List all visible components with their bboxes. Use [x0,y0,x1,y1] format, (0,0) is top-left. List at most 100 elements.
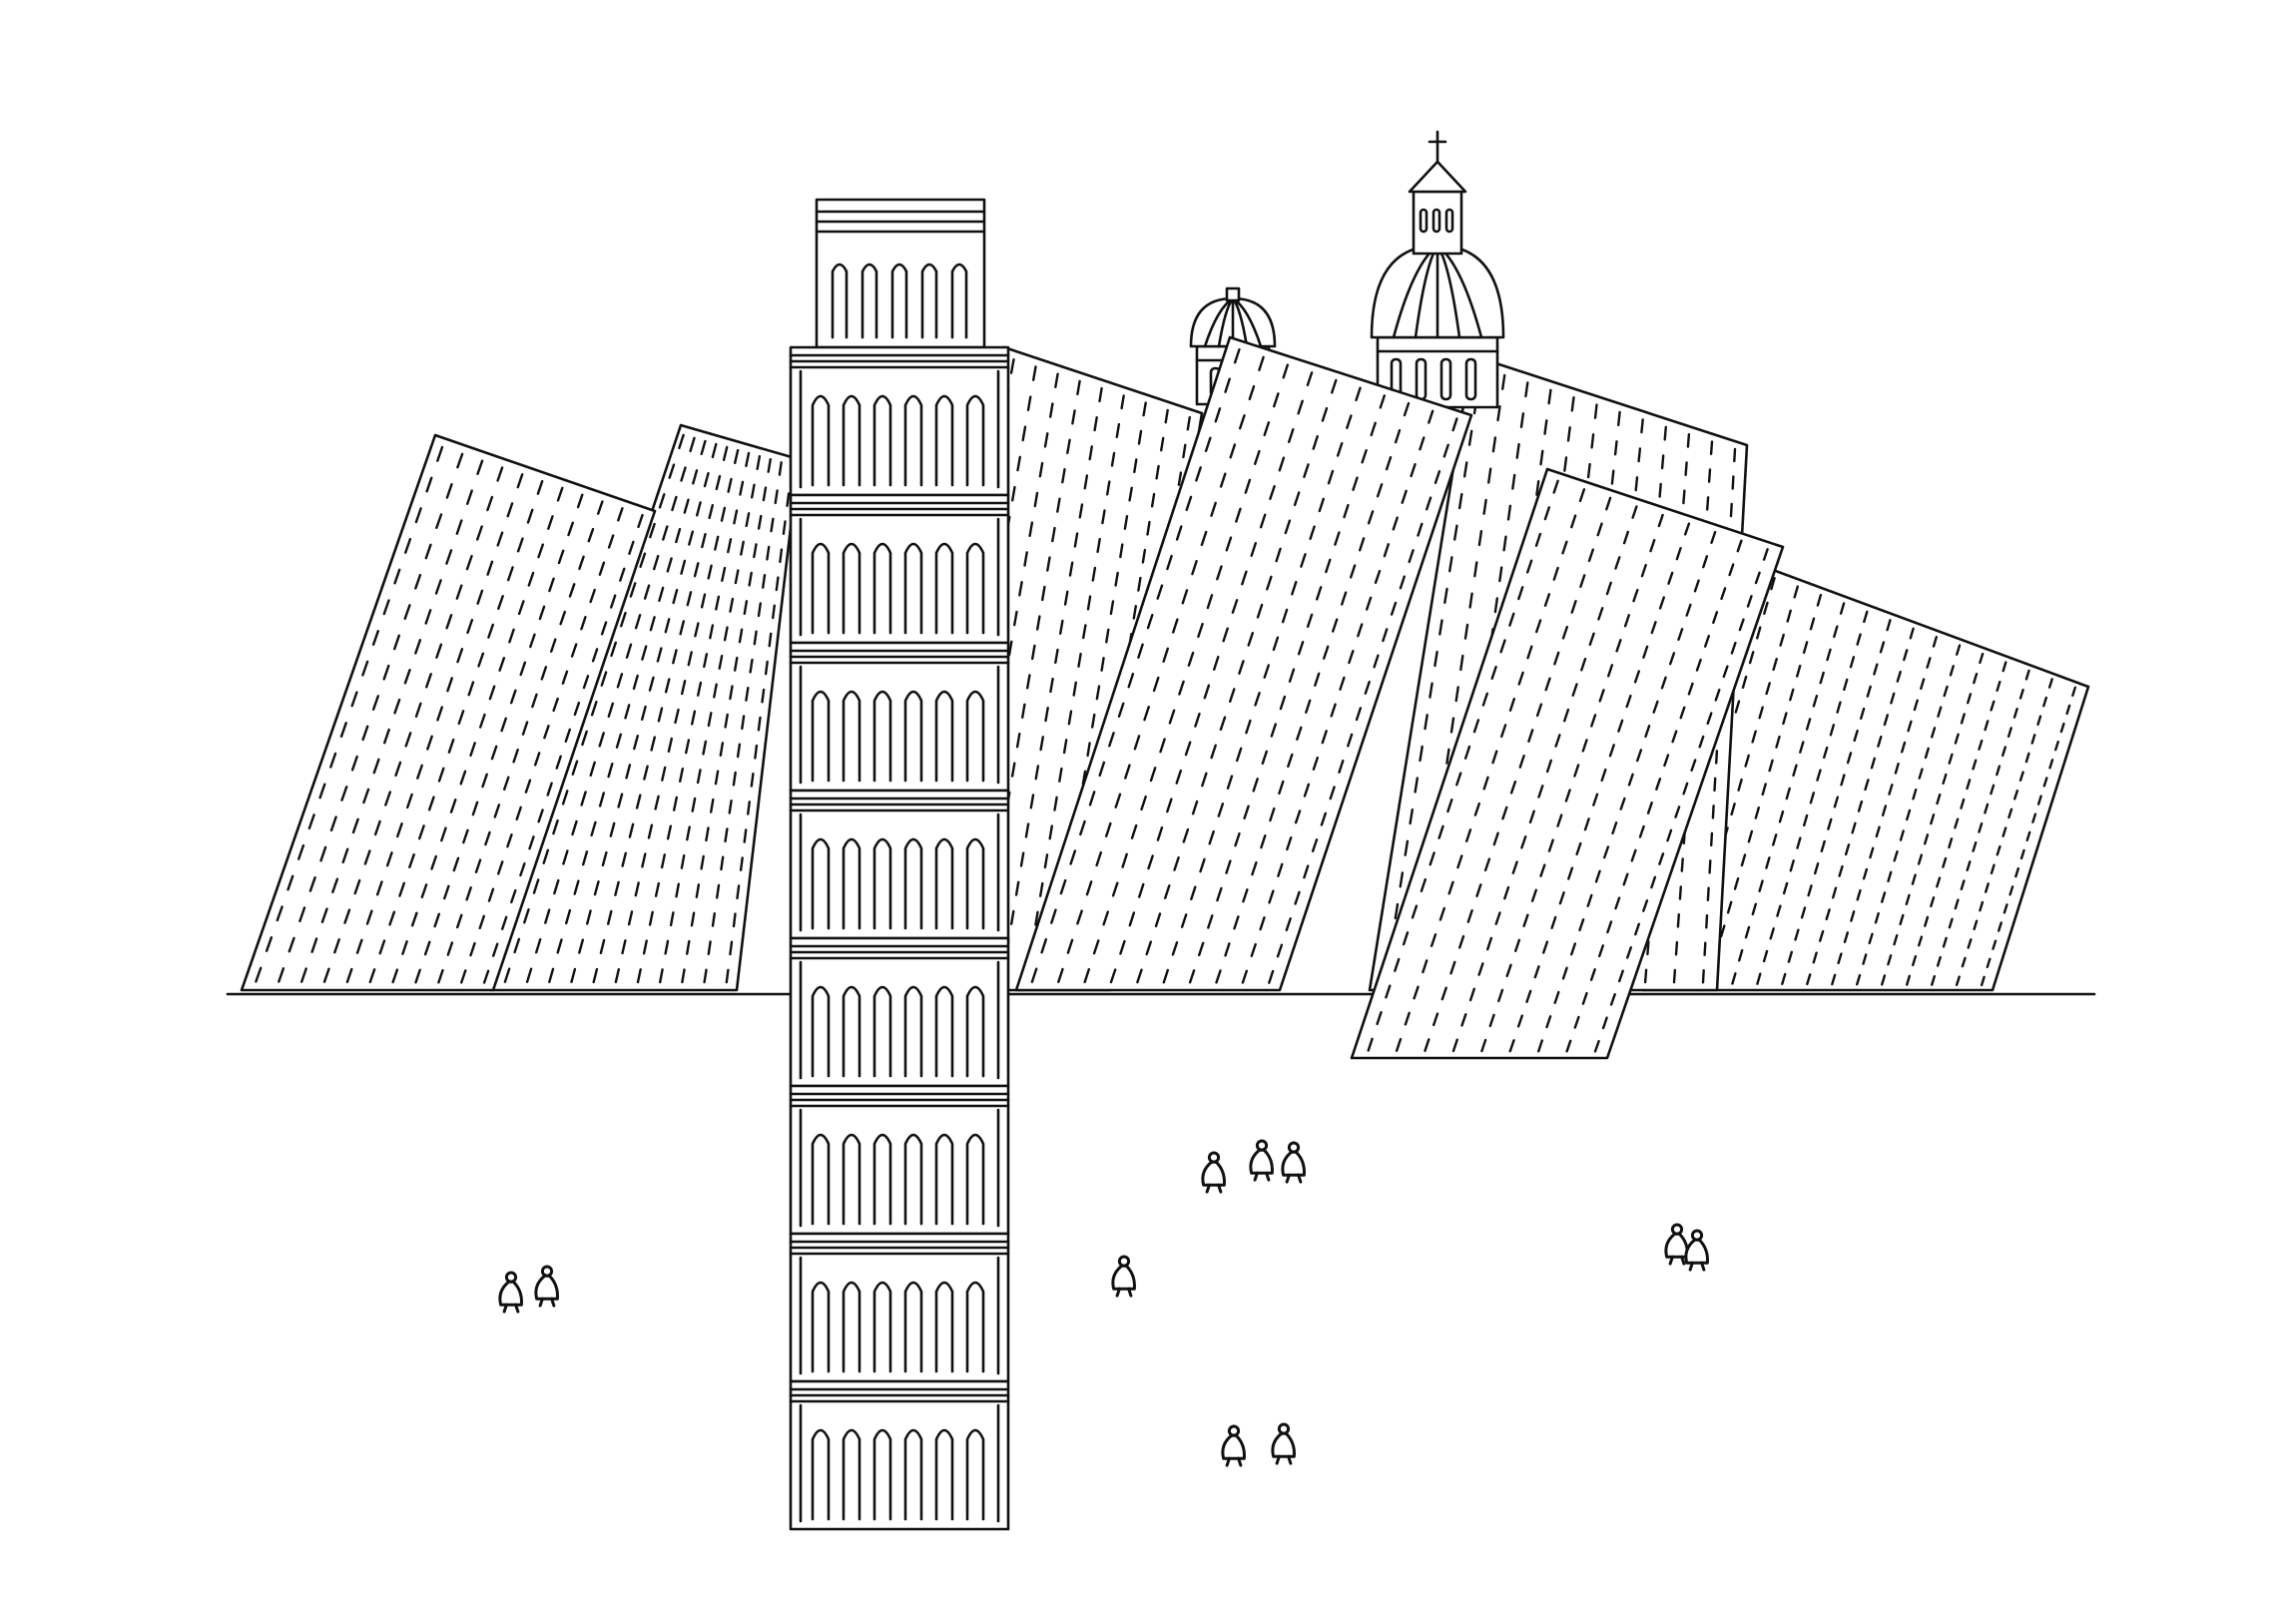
window [1709,831,1714,847]
window [1058,767,1063,783]
window [1517,671,1524,686]
window [674,708,680,725]
window [1079,819,1086,836]
window [1127,673,1135,689]
window [1528,809,1535,824]
window [1593,403,1598,419]
window [537,543,544,559]
window [529,633,536,649]
window [471,800,479,816]
window [1432,1012,1439,1027]
window [1403,401,1411,417]
window [371,630,379,646]
middle-buildings [1014,335,1473,992]
window [1048,824,1054,840]
window [1644,725,1651,739]
window [1109,600,1115,616]
window [1997,921,2003,932]
large-dome-drum-window [1464,357,1477,401]
window [711,912,716,927]
window [1091,566,1097,582]
window [700,593,707,609]
window [393,634,400,651]
window [1352,476,1359,491]
window [1930,727,1937,739]
window [1728,563,1735,577]
window [1394,902,1400,920]
window [1491,436,1497,453]
window [1252,778,1259,793]
window [1425,496,1433,511]
window [633,735,639,751]
window [1765,682,1771,696]
tier-arch [934,985,954,1078]
window [1044,707,1049,723]
window [1241,570,1248,586]
window [1040,938,1048,954]
window [1707,468,1712,483]
window [1849,656,1856,669]
window [1990,863,1996,875]
window [1686,433,1691,448]
window [1831,886,1838,899]
window [1297,399,1304,415]
window [756,455,762,470]
window [1561,625,1569,640]
person-leg [1237,1456,1243,1467]
window [1181,589,1189,605]
window [610,641,617,658]
window [1349,564,1357,579]
window [1687,682,1694,696]
window [1932,636,1939,648]
window [1395,1037,1403,1052]
window [582,850,589,866]
window [531,693,538,709]
window [490,745,498,761]
window [723,626,729,642]
tier-arch [811,542,831,635]
window [1173,856,1180,871]
window [1303,783,1311,798]
window [1617,969,1624,983]
window [1822,746,1829,760]
window [649,616,656,632]
window [1917,853,1924,865]
window [1404,839,1410,856]
window [1119,543,1124,559]
window [1966,779,1972,791]
window [1863,610,1869,624]
window [1492,831,1499,846]
window [1589,968,1596,981]
window [446,941,454,956]
window [614,880,620,896]
person-body [534,1274,559,1301]
window [552,818,559,835]
window [1663,754,1670,768]
window [662,525,669,541]
window [1146,613,1154,630]
window [1050,908,1057,924]
window [1030,967,1038,983]
window [1868,932,1874,945]
tier-arch [842,1133,861,1226]
window [1524,381,1529,398]
tier-arch [872,837,892,930]
window [1762,949,1769,963]
window [1061,468,1066,484]
window [1030,644,1036,661]
window [1702,555,1709,569]
window [1596,522,1603,537]
window [680,559,687,575]
window [1807,884,1813,897]
window [1067,710,1073,726]
window [2036,795,2042,805]
tower-tier [789,493,1010,645]
window [1519,412,1525,428]
window [1440,986,1447,1001]
window [1141,548,1147,564]
window [1455,772,1462,787]
window [410,911,418,927]
window [1782,712,1788,726]
window [1503,885,1510,900]
